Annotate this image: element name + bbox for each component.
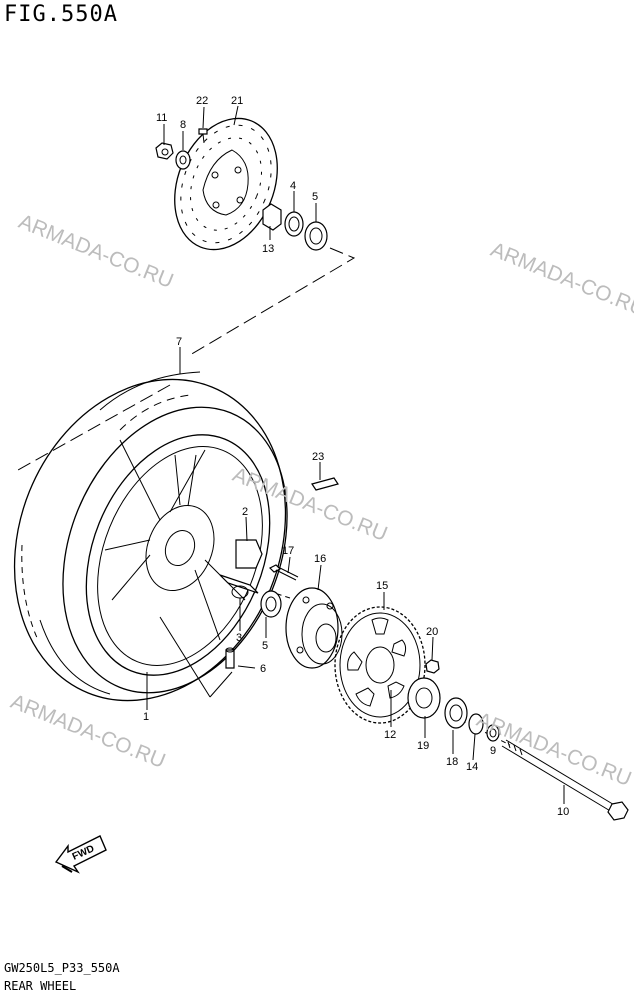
callout-15: 15 — [376, 580, 388, 592]
callout-19: 19 — [417, 740, 429, 752]
callout-20: 20 — [426, 626, 438, 638]
rear-sprocket — [334, 606, 426, 724]
disc-nut-and-washer — [155, 128, 208, 170]
rear-axle — [501, 739, 629, 821]
rear-tire — [13, 371, 288, 702]
callout-18: 18 — [446, 756, 458, 768]
diagram-code: GW250L5_P33_550A — [4, 961, 120, 975]
callout-6: 6 — [260, 663, 266, 675]
callout-12: 12 — [384, 729, 396, 741]
hub-bearing-right — [260, 590, 282, 618]
callout-17: 17 — [282, 545, 294, 557]
callout-5: 5 — [312, 191, 318, 203]
callout-7: 7 — [176, 336, 182, 348]
callout-4: 4 — [290, 180, 296, 192]
callout-21: 21 — [231, 95, 243, 107]
sprocket-nut — [425, 659, 440, 674]
brake-disc — [174, 117, 278, 251]
hub-seal-bearing-left — [262, 203, 328, 251]
figure-title: FIG.550A — [4, 2, 118, 27]
callout-13: 13 — [262, 243, 274, 255]
callout-10: 10 — [557, 806, 569, 818]
callout-16: 16 — [314, 553, 326, 565]
callout-23: 23 — [312, 451, 324, 463]
callout-3: 3 — [236, 632, 242, 644]
callout-11: 11 — [156, 112, 167, 124]
callout-2: 2 — [242, 506, 248, 518]
sprocket-mounting-drum — [285, 587, 343, 669]
rear-wheel-rim — [85, 434, 271, 676]
drum-bearing-and-seals — [407, 677, 500, 742]
callout-14: 14 — [466, 761, 478, 773]
balance-weight — [311, 477, 339, 491]
diagram-name: REAR WHEEL — [4, 979, 77, 993]
callout-1: 1 — [143, 711, 149, 723]
fwd-arrow: FWD — [54, 835, 107, 874]
callout-22: 22 — [196, 95, 208, 107]
leader-lines — [146, 105, 565, 804]
air-valve — [225, 647, 235, 669]
callout-numbers: 22 21 11 8 4 5 13 7 23 2 17 16 15 20 3 5… — [143, 95, 569, 818]
callout-5b: 5 — [262, 640, 268, 652]
callout-8: 8 — [180, 119, 186, 131]
callout-9: 9 — [490, 745, 496, 757]
sprocket-mount-bolt — [268, 564, 299, 581]
